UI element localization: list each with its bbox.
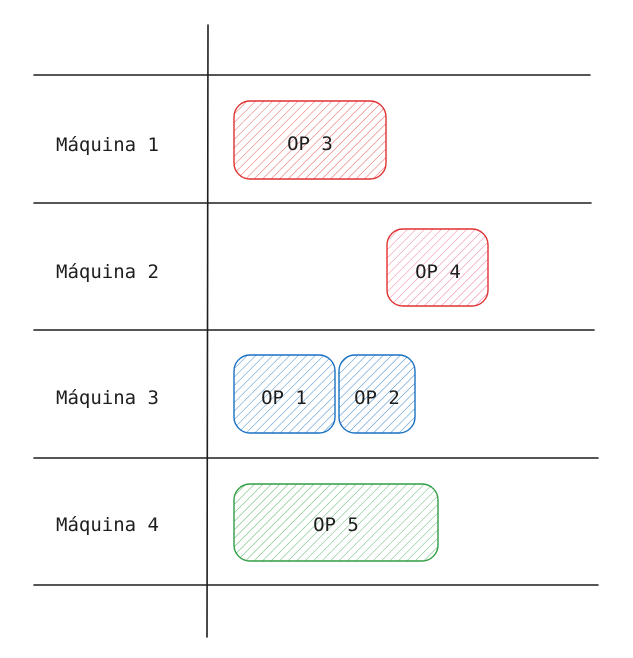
op-block-op-5[interactable]: OP 5 xyxy=(233,483,439,562)
op-label: OP 1 xyxy=(261,387,307,409)
op-block-op-1[interactable]: OP 1 xyxy=(233,354,336,434)
op-label: OP 3 xyxy=(287,133,333,155)
op-label: OP 2 xyxy=(354,387,400,409)
row-label-machine-4: Máquina 4 xyxy=(56,514,159,536)
op-label: OP 5 xyxy=(313,514,359,536)
op-block-op-4[interactable]: OP 4 xyxy=(386,228,489,307)
row-label-machine-1: Máquina 1 xyxy=(56,134,159,156)
op-block-op-2[interactable]: OP 2 xyxy=(338,354,416,434)
row-label-machine-2: Máquina 2 xyxy=(56,261,159,283)
op-label: OP 4 xyxy=(415,261,461,283)
op-block-op-3[interactable]: OP 3 xyxy=(233,100,387,180)
vertical-divider xyxy=(206,24,209,638)
row-label-machine-3: Máquina 3 xyxy=(56,387,159,409)
